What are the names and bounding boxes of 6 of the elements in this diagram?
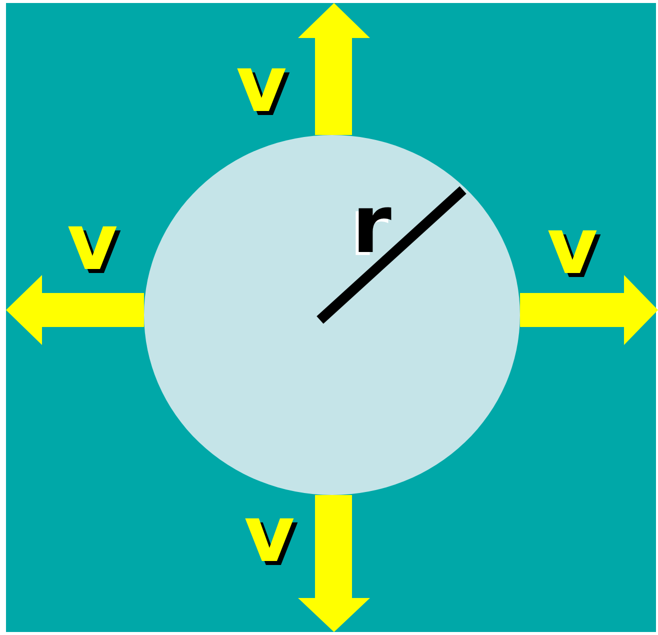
- circle: [144, 135, 520, 495]
- radius-label: r: [352, 185, 392, 265]
- velocity-label: v: [244, 496, 295, 574]
- velocity-label: v: [547, 208, 598, 286]
- velocity-label: v: [67, 204, 118, 282]
- velocity-label: v: [236, 46, 287, 124]
